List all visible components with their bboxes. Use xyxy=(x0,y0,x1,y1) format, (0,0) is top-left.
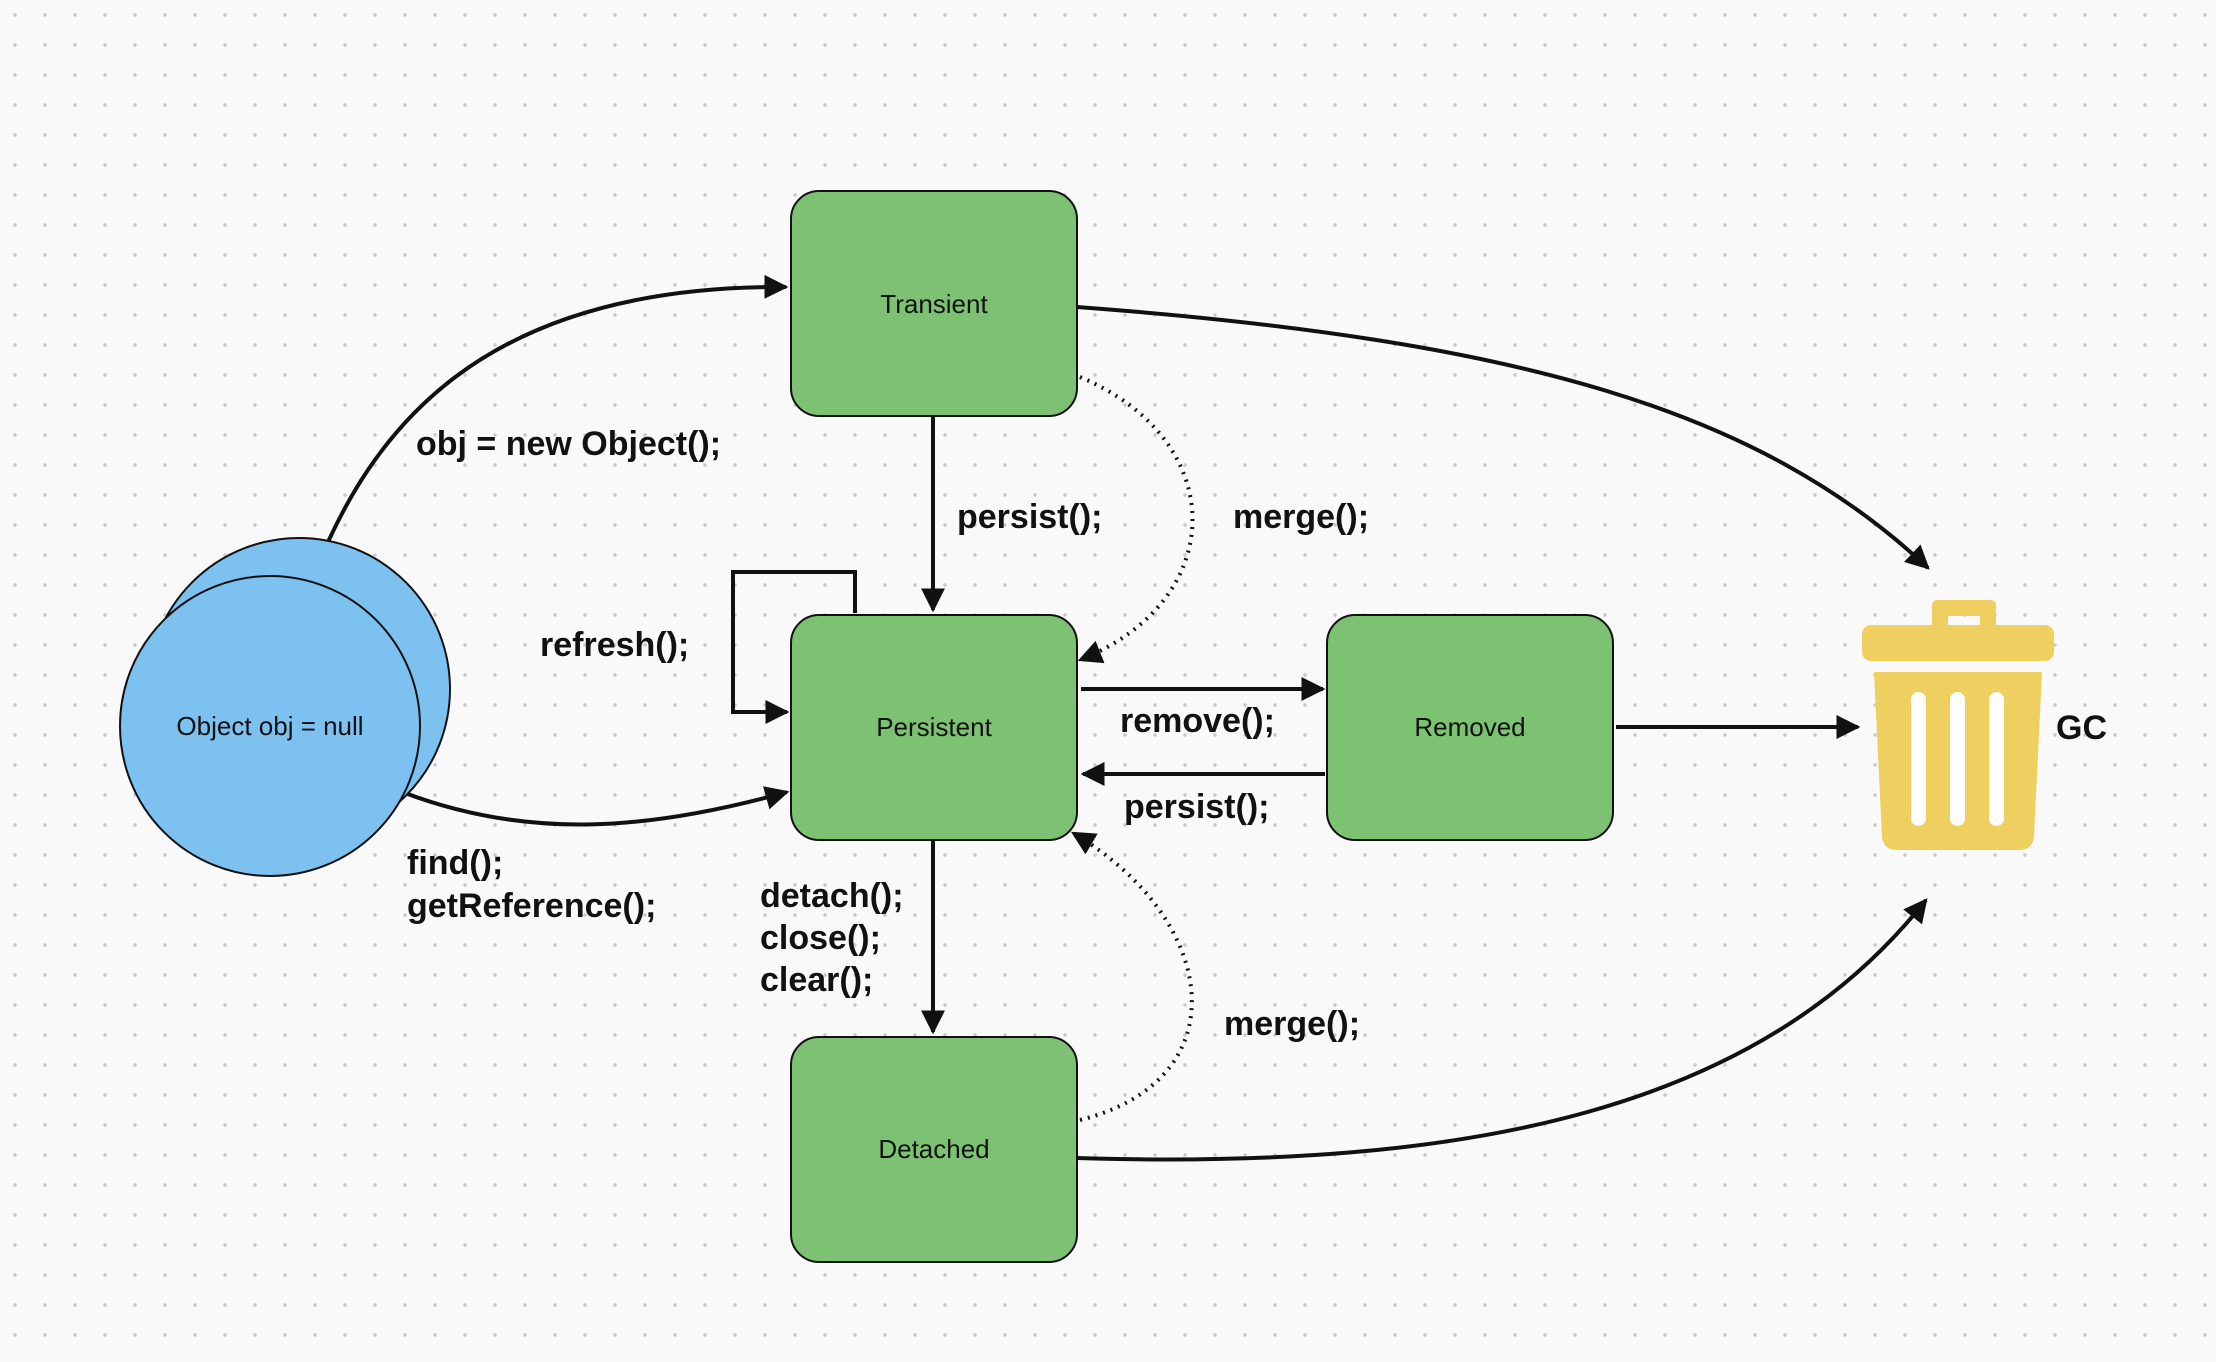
edge-detached-to-gc xyxy=(1076,898,1928,1162)
edge-refresh-loop xyxy=(731,570,857,724)
object-label: Object obj = null xyxy=(176,711,363,741)
label-merge-from-detached: merge(); xyxy=(1224,1005,1360,1043)
edge-new-object xyxy=(310,274,789,581)
edge-find xyxy=(404,786,790,827)
object-node: Object obj = null xyxy=(119,537,451,877)
gc-label: GC xyxy=(2056,709,2107,747)
transient-node: Transient xyxy=(790,190,1078,417)
detached-box xyxy=(790,1036,1078,1263)
label-remove: remove(); xyxy=(1120,702,1275,740)
persistent-box xyxy=(790,614,1078,841)
trash-can-lid xyxy=(1862,625,2054,661)
transient-box xyxy=(790,190,1078,417)
trash-can-slot-2 xyxy=(1950,692,1965,826)
label-detach: detach(); xyxy=(760,877,904,915)
edge-merge-from-detached xyxy=(1070,831,1194,1122)
label-find: find(); xyxy=(407,844,503,882)
label-clear: clear(); xyxy=(760,961,873,999)
label-close: close(); xyxy=(760,919,881,957)
detached-node: Detached xyxy=(790,1036,1078,1263)
edge-merge-from-transient xyxy=(1077,375,1195,664)
persistent-label: Persistent xyxy=(876,712,992,742)
trash-can-slot-3 xyxy=(1989,692,2004,826)
label-persist-from-removed: persist(); xyxy=(1124,788,1269,826)
label-persist-from-transient: persist(); xyxy=(957,498,1102,536)
trash-can-handle xyxy=(1932,600,1996,629)
label-merge-from-transient: merge(); xyxy=(1233,498,1369,536)
removed-box xyxy=(1326,614,1614,841)
object-circle-front xyxy=(119,575,421,877)
persistent-node: Persistent xyxy=(790,614,1078,841)
label-refresh: refresh(); xyxy=(540,626,689,664)
detached-label: Detached xyxy=(878,1134,989,1164)
trash-can-slot-1 xyxy=(1911,692,1926,826)
label-new-object: obj = new Object(); xyxy=(416,425,721,463)
edge-transient-to-gc xyxy=(1076,305,1930,570)
label-get-reference: getReference(); xyxy=(407,887,656,925)
transient-label: Transient xyxy=(880,289,988,319)
trash-can-icon xyxy=(1862,600,2054,850)
removed-node: Removed xyxy=(1326,614,1614,841)
removed-label: Removed xyxy=(1414,712,1525,742)
